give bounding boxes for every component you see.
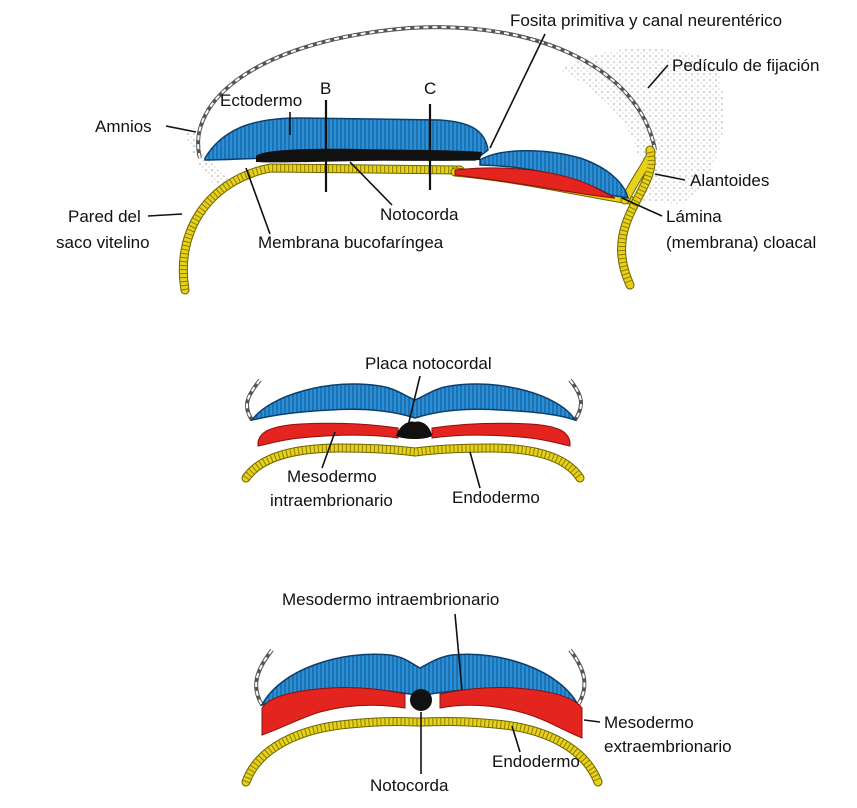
label-endodermo-b: Endodermo [452, 488, 540, 507]
label-pared-2: saco vitelino [56, 233, 150, 252]
label-amnios: Amnios [95, 117, 152, 136]
label-placa: Placa notocordal [365, 354, 492, 373]
leader-fosita [490, 34, 545, 148]
label-meso-b-2: intraembrionario [270, 491, 393, 510]
label-meso-intra-c: Mesodermo intraembrionario [282, 590, 499, 609]
cross-section-b: Placa notocordal Mesodermo intraembriona… [246, 354, 581, 510]
allantois-fill [622, 150, 652, 285]
label-meso-extra-1: Mesodermo [604, 713, 694, 732]
leader-membrana-buco [246, 168, 270, 234]
leader-meso-extra [584, 720, 600, 722]
label-fosita: Fosita primitiva y canal neurentérico [510, 11, 782, 30]
mesoderm-b-left [258, 423, 398, 446]
label-B: B [320, 79, 331, 98]
leader-endodermo-b [470, 452, 480, 488]
yolk-sac-wall-hatch [183, 168, 460, 290]
label-pediculo: Pedículo de fijación [672, 56, 819, 75]
label-meso-b-1: Mesodermo [287, 467, 377, 486]
notochordal-plate [396, 422, 432, 439]
label-endodermo-c: Endodermo [492, 752, 580, 771]
label-lamina-1: Lámina [666, 207, 722, 226]
mesoderm-b-right [432, 423, 570, 446]
label-lamina-2: (membrana) cloacal [666, 233, 816, 252]
label-notocorda-c: Notocorda [370, 776, 449, 795]
label-notocorda-top: Notocorda [380, 205, 459, 224]
label-alantoides: Alantoides [690, 171, 769, 190]
sagittal-section: Fosita primitiva y canal neurentérico Pe… [56, 11, 819, 290]
label-ectodermo: Ectodermo [220, 91, 302, 110]
label-C: C [424, 79, 436, 98]
label-pared-1: Pared del [68, 207, 141, 226]
label-meso-extra-2: extraembrionario [604, 737, 732, 756]
mesoderm-c-right [440, 687, 582, 738]
notochord-c [410, 689, 432, 711]
leader-pared [148, 214, 182, 216]
notochord [256, 149, 482, 163]
cross-section-c: Mesodermo intraembrionario Mesodermo ext… [246, 590, 732, 795]
label-membrana-buco: Membrana bucofaríngea [258, 233, 444, 252]
